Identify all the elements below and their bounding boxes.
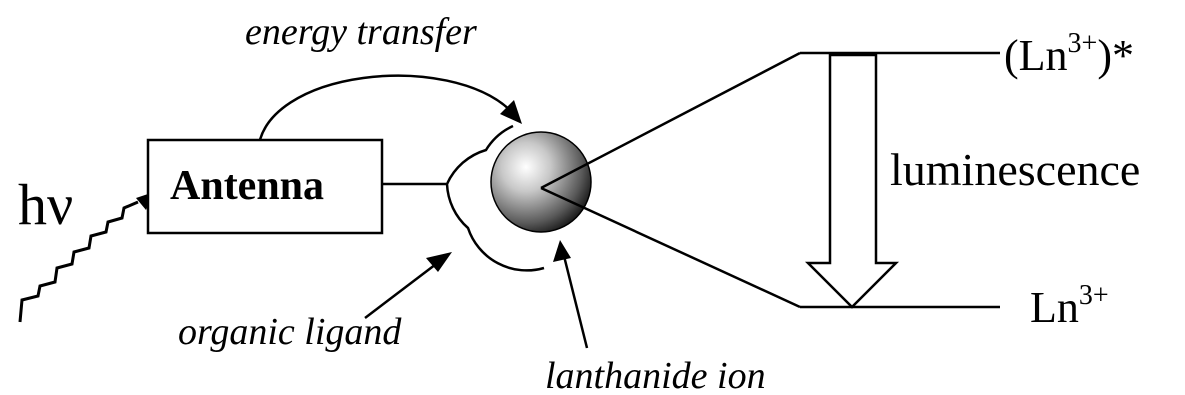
lanthanide-ion-label: lanthanide ion (545, 355, 766, 395)
luminescence-arrow (808, 55, 896, 307)
excited-state-superscript: 3+ (1068, 28, 1098, 59)
lanthanide-ion-pointer (563, 252, 587, 348)
ground-state-superscript: 3+ (1079, 280, 1109, 311)
ground-state-base: Ln (1030, 283, 1079, 332)
luminescence-label: luminescence (890, 144, 1140, 195)
lanthanide-ion-arrowhead (553, 240, 571, 262)
antenna-label: Antenna (170, 163, 324, 209)
organic-ligand-label: organic ligand (178, 311, 402, 353)
lanthanide-ion-sphere (491, 132, 591, 232)
excited-state-label: (Ln3+)* (1004, 28, 1134, 80)
ground-state-label: Ln3+ (1030, 280, 1109, 332)
excited-state-tail: )* (1097, 31, 1134, 80)
energy-transfer-label: energy transfer (245, 11, 477, 53)
excited-state-base: (Ln (1004, 31, 1068, 80)
photon-label: hν (18, 172, 73, 237)
cone-line-upper (541, 53, 800, 188)
cone-line-lower (541, 188, 800, 307)
organic-ligand-pointer (365, 258, 444, 318)
